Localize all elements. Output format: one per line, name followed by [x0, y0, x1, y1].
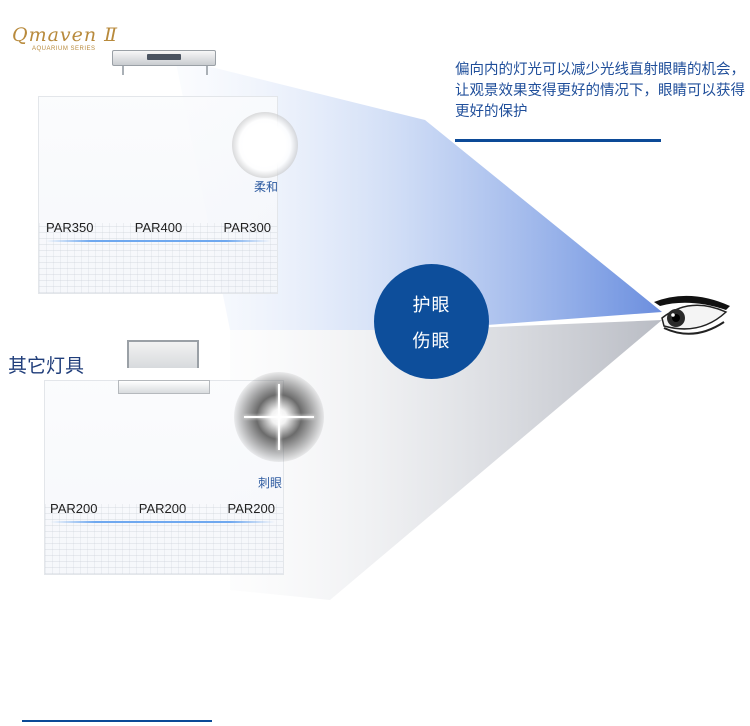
qmaven-fixture-icon — [112, 50, 216, 66]
soft-light-icon — [232, 112, 298, 178]
qmaven-tank-panel — [38, 96, 278, 294]
par-line — [46, 240, 271, 242]
badge-harm-text: 伤眼 — [412, 330, 451, 352]
par-line — [50, 521, 275, 523]
par-value: PAR300 — [223, 220, 271, 235]
tank-substrate — [39, 223, 277, 293]
glare-label: 刺眼 — [258, 476, 283, 490]
other-fixtures-title: 其它灯具 — [8, 355, 85, 377]
other-fixture-icon — [127, 340, 199, 368]
logo-wordmark: Qmaven Ⅱ — [12, 24, 119, 46]
tank-substrate — [45, 504, 283, 574]
par-value: PAR400 — [134, 220, 183, 235]
eye-protection-badge: 护眼 伤眼 — [374, 264, 489, 379]
description-text: 偏向内的灯光可以减少光线直射眼睛的机会，让观景效果变得更好的情况下，眼睛可以获得… — [455, 62, 745, 120]
eye-icon — [654, 295, 730, 335]
badge-protect-text: 护眼 — [412, 294, 451, 316]
soft-label: 柔和 — [254, 180, 279, 194]
par-value: PAR200 — [138, 501, 187, 516]
brand-logo: Qmaven Ⅱ AQUARIUM SERIES — [12, 24, 119, 53]
par-value: PAR200 — [50, 501, 98, 516]
description-divider — [455, 139, 661, 142]
par-value: PAR200 — [227, 501, 275, 516]
glare-flare — [278, 384, 280, 450]
qmaven-par-values: PAR350 PAR400 PAR300 — [46, 220, 271, 235]
par-value: PAR350 — [46, 220, 94, 235]
logo-tagline: AQUARIUM SERIES — [32, 46, 96, 52]
footer-divider — [22, 720, 212, 722]
fixture-legs — [122, 63, 208, 75]
other-par-values: PAR200 PAR200 PAR200 — [50, 501, 275, 516]
other-fixture-bar — [118, 380, 210, 394]
